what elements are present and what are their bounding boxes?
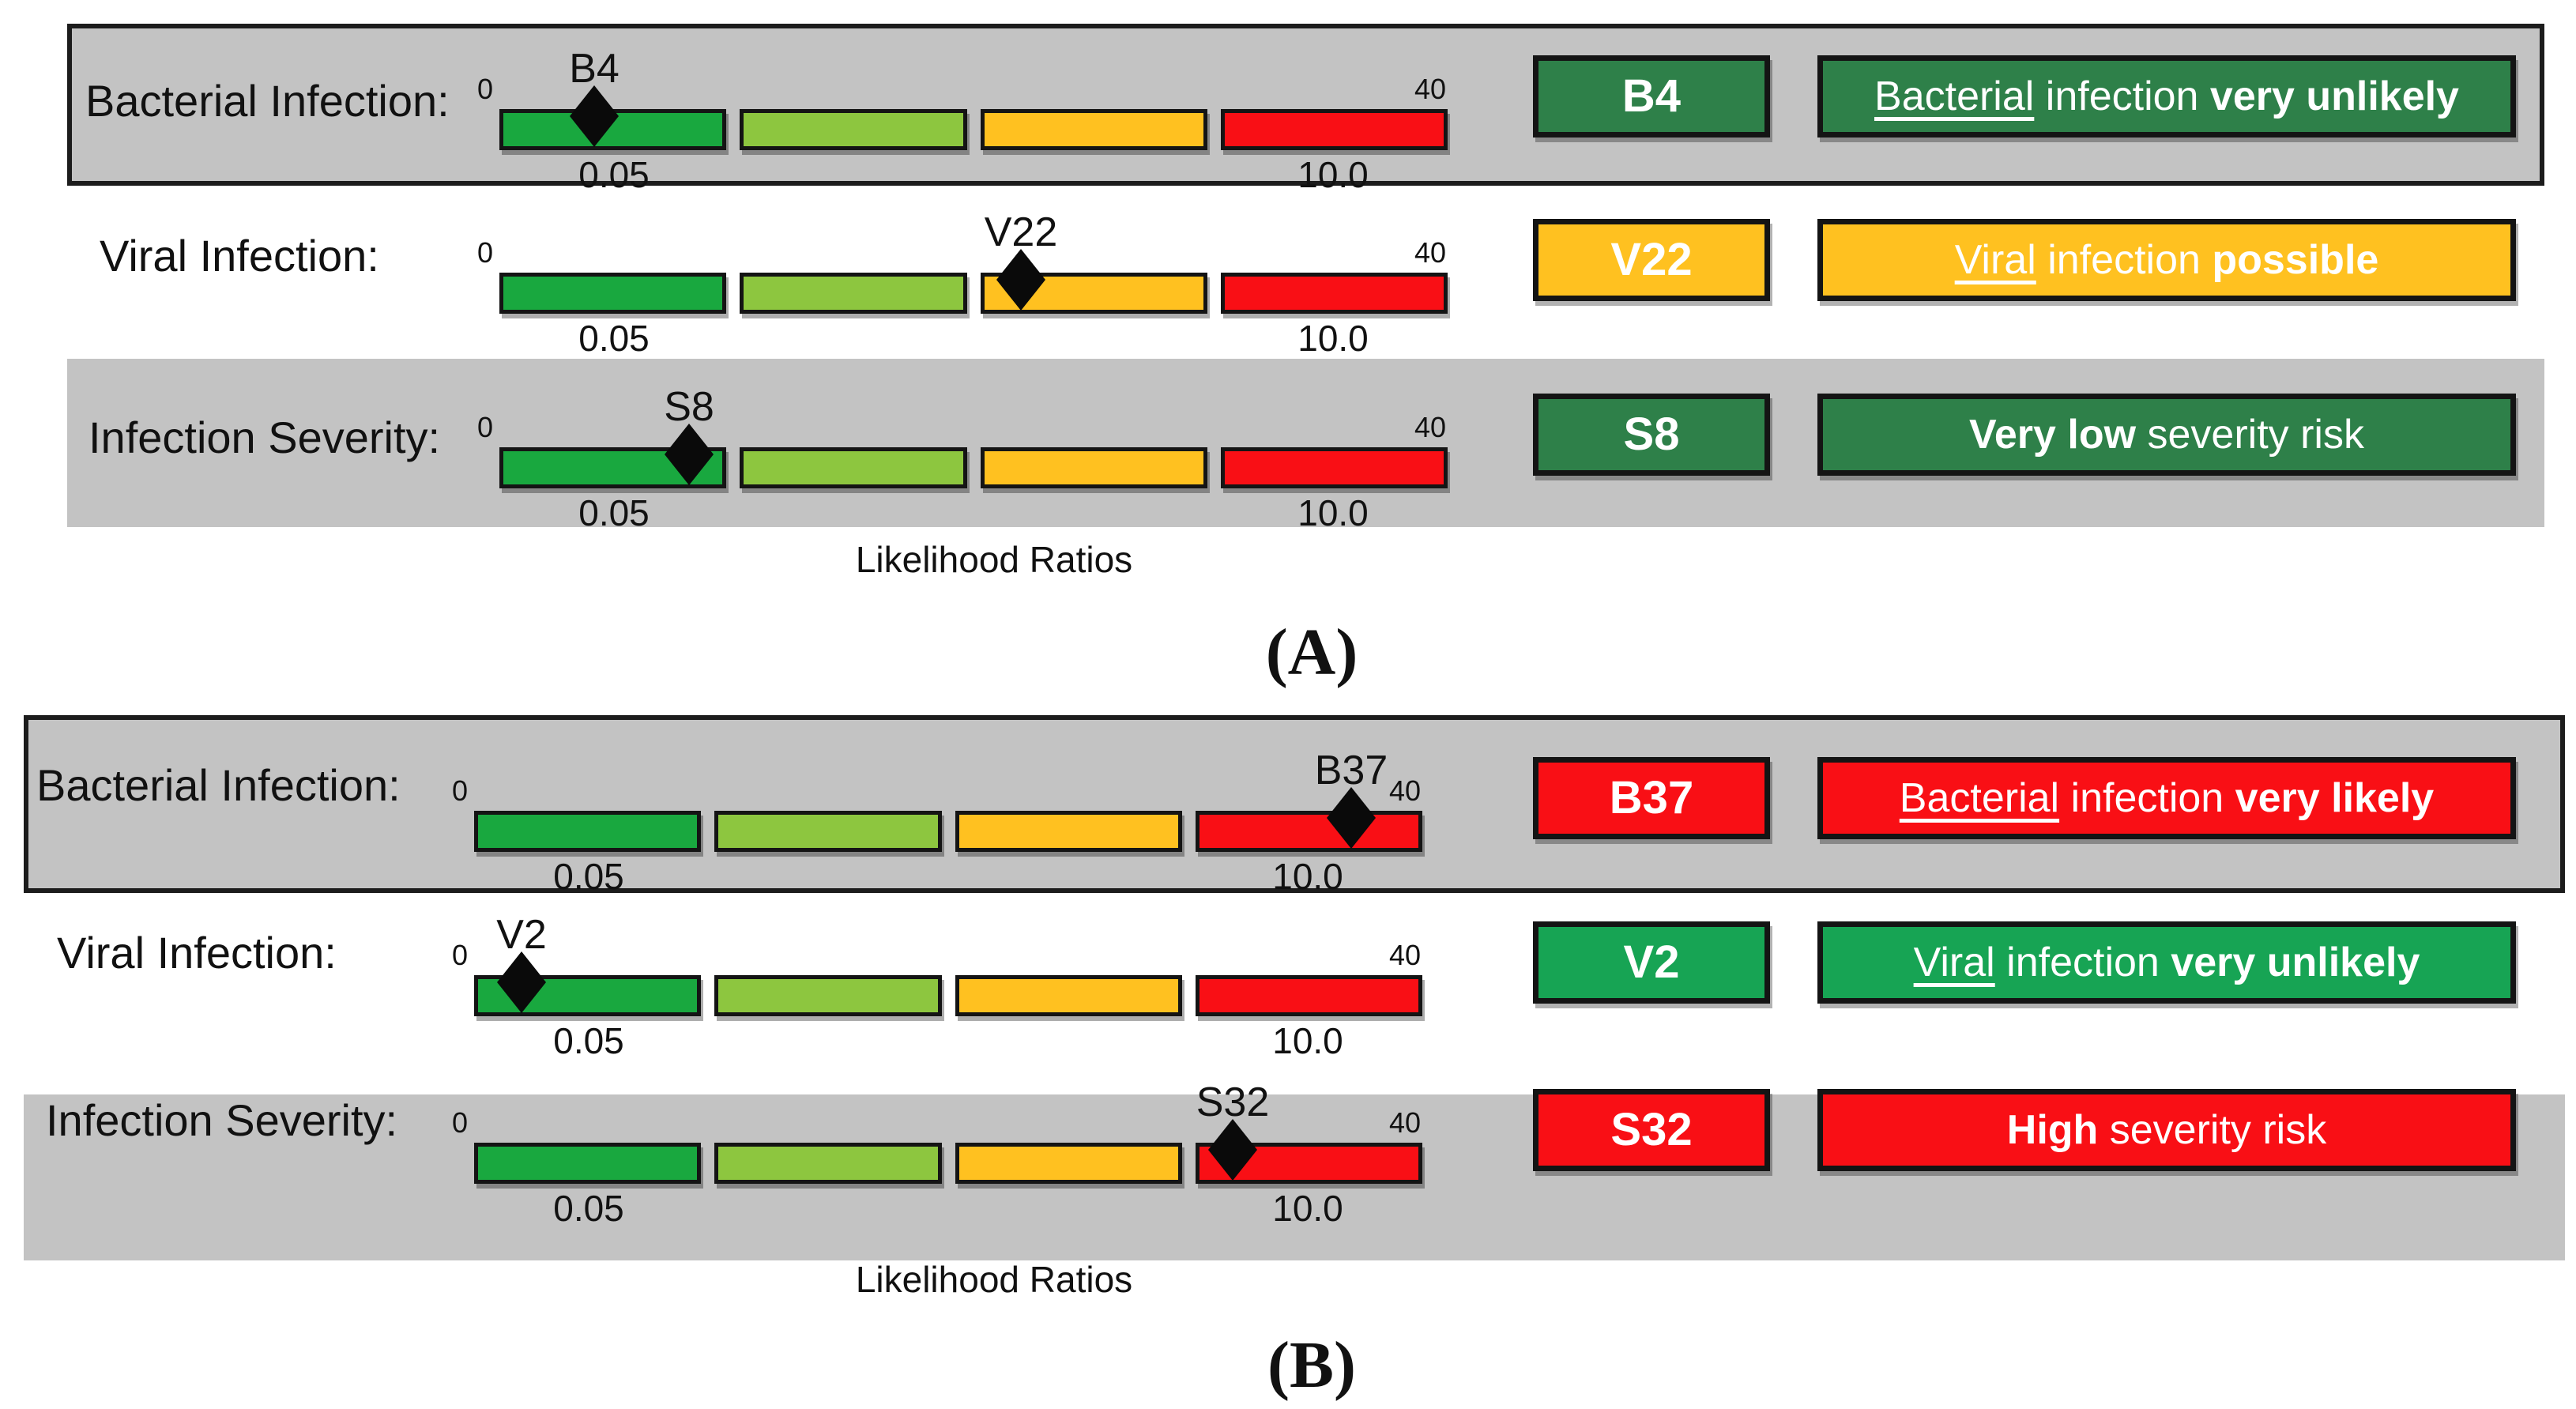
scale-max-tick: 40	[1389, 939, 1422, 971]
panel-a-row3-band	[67, 359, 2544, 527]
lr-low-label: 0.05	[578, 318, 650, 359]
interpretation-middle: infection	[1994, 940, 2171, 985]
zone-amber	[980, 273, 1207, 314]
marker-label: V22	[984, 209, 1058, 255]
interpretation-bold: possible	[2212, 237, 2379, 283]
lr-low-label: 0.05	[553, 1020, 624, 1061]
zone-green	[499, 273, 727, 314]
interpretation-bold: very unlikely	[2171, 940, 2420, 985]
zone-light-green	[714, 975, 942, 1016]
zone-red	[1195, 975, 1422, 1016]
likelihood-scale	[474, 975, 1422, 1016]
scale-max-tick: 40	[1414, 236, 1447, 269]
lr-high-label: 10.0	[1297, 318, 1369, 359]
lr-high-label: 10.0	[1272, 1020, 1343, 1061]
likelihood-scale	[499, 273, 1448, 314]
marker-label: V2	[496, 912, 547, 958]
axis-caption-a: Likelihood Ratios	[855, 539, 1133, 580]
scale-min-tick: 0	[451, 939, 468, 971]
row-label: Viral Infection:	[57, 928, 337, 978]
panel-a-tag: (A)	[1265, 616, 1358, 689]
zone-red	[1220, 273, 1448, 314]
marker-diamond-icon	[996, 249, 1045, 311]
scale-min-tick: 0	[476, 236, 493, 269]
panel-a-row1-band	[67, 24, 2544, 186]
interpretation-underlined: Viral	[1954, 237, 2036, 283]
zone-green	[474, 975, 702, 1016]
interpretation-box: Viral infection very unlikely	[1817, 921, 2516, 1004]
score-badge: V2	[1533, 921, 1770, 1004]
zone-amber	[955, 975, 1182, 1016]
marker-diamond-icon	[497, 951, 546, 1013]
panel-b-tag: (B)	[1267, 1328, 1356, 1402]
score-badge: V22	[1533, 219, 1770, 301]
interpretation-box: Viral infection possible	[1817, 219, 2516, 301]
panel-b-row1-band	[24, 715, 2565, 893]
axis-caption-b: Likelihood Ratios	[855, 1259, 1133, 1300]
row-label: Viral Infection:	[100, 231, 379, 281]
interpretation-middle: infection	[2036, 237, 2213, 283]
interpretation-underlined: Viral	[1913, 940, 1995, 985]
panel-b-row3-band	[24, 1094, 2565, 1260]
zone-light-green	[740, 273, 967, 314]
